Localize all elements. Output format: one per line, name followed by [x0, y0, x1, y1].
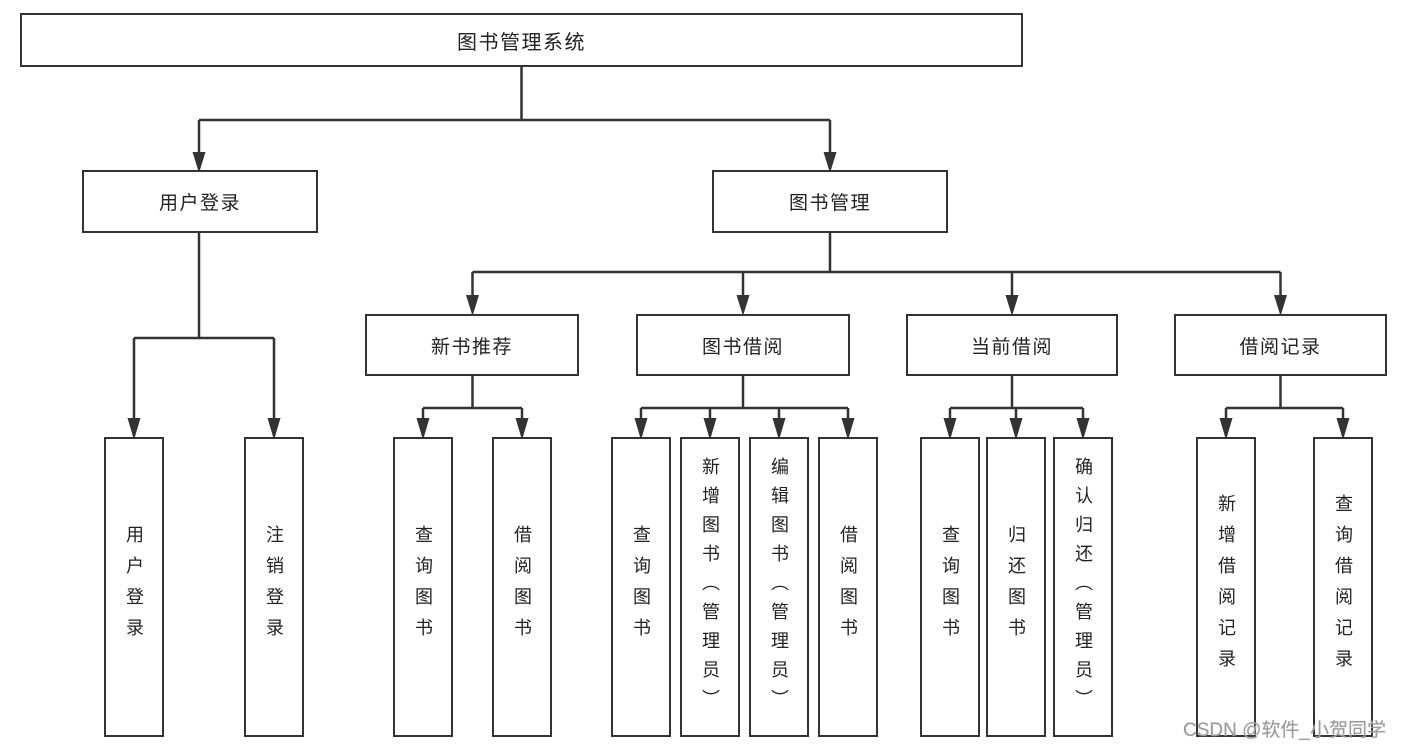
connector-mgmt-to-level3: [471, 233, 1282, 296]
node-label: 查询图书: [631, 525, 651, 649]
node-borrow-records: 借阅记录: [1174, 314, 1387, 376]
node-label: 借阅记录: [1239, 336, 1322, 358]
leaf-query-borrow-record: 查询借阅记录: [1313, 437, 1373, 737]
node-label: 编辑图书（管理员）: [769, 456, 789, 718]
connector-borrow-to-leaves: [639, 376, 850, 419]
leaf-borrow-books-recommend: 借阅图书: [492, 437, 552, 737]
node-new-book-recommend: 新书推荐: [365, 314, 579, 376]
node-label: 借阅图书: [838, 525, 858, 649]
node-label: 图书管理: [788, 193, 871, 214]
leaf-return-book: 归还图书: [986, 437, 1046, 737]
connector-recommend-to-leaves: [421, 376, 524, 419]
node-label: 图书管理系统: [457, 31, 586, 54]
connector-root-to-level2: [197, 67, 832, 153]
node-book-borrow: 图书借阅: [636, 314, 850, 376]
node-book-management: 图书管理: [712, 170, 948, 233]
node-user-login: 用户登录: [82, 170, 318, 233]
node-label: 查询图书: [940, 525, 960, 649]
connector-current-to-leaves: [948, 376, 1085, 419]
node-label: 确认归还（管理员）: [1073, 456, 1093, 718]
leaf-add-book-admin: 新增图书（管理员）: [680, 437, 740, 737]
csdn-watermark: CSDN @软件_小贺同学: [1183, 720, 1386, 741]
node-label: 查询图书: [413, 525, 433, 649]
leaf-query-books-current: 查询图书: [920, 437, 980, 737]
node-label: 注销登录: [264, 525, 284, 649]
node-label: 借阅图书: [512, 525, 532, 649]
node-label: 新增借阅记录: [1216, 494, 1236, 680]
node-library-system: 图书管理系统: [20, 13, 1023, 67]
leaf-borrow-books: 借阅图书: [818, 437, 878, 737]
leaf-logout: 注销登录: [244, 437, 304, 737]
leaf-edit-book-admin: 编辑图书（管理员）: [749, 437, 809, 737]
node-label: 查询借阅记录: [1333, 494, 1353, 680]
leaf-add-borrow-record: 新增借阅记录: [1196, 437, 1256, 737]
leaf-query-books-recommend: 查询图书: [393, 437, 453, 737]
connector-login-to-leaves: [132, 233, 276, 419]
node-current-borrow: 当前借阅: [906, 314, 1118, 376]
connector-records-to-leaves: [1224, 376, 1345, 419]
node-label: 新增图书（管理员）: [700, 456, 720, 718]
leaf-user-login: 用户登录: [104, 437, 164, 737]
node-label: 用户登录: [158, 193, 241, 214]
node-label: 当前借阅: [970, 336, 1053, 358]
node-label: 图书借阅: [701, 336, 784, 358]
node-label: 归还图书: [1006, 525, 1026, 649]
node-label: 用户登录: [124, 525, 144, 649]
leaf-query-books-borrow: 查询图书: [611, 437, 671, 737]
leaf-confirm-return-admin: 确认归还（管理员）: [1053, 437, 1113, 737]
node-label: 新书推荐: [430, 336, 513, 358]
